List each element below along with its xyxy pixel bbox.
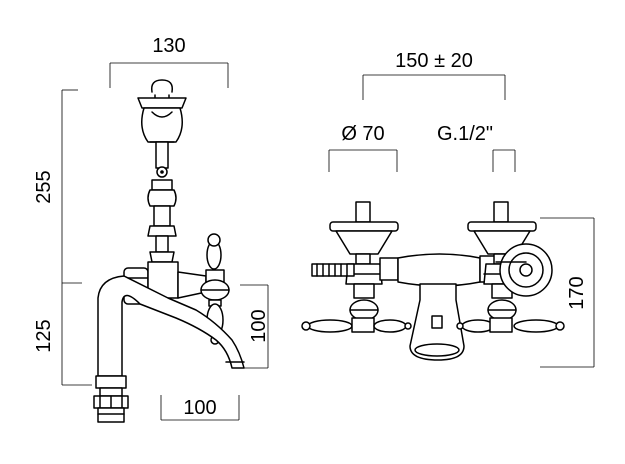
front-mixer-body <box>379 253 497 287</box>
dimension-side-height-upper: 255 <box>33 89 82 284</box>
right-lever-handle <box>456 317 565 333</box>
front-spout-outlet <box>409 283 465 361</box>
dimension-spout-drop: 100 <box>240 284 270 369</box>
dimension-label-spout-drop: 100 <box>248 309 270 342</box>
wall-inlet <box>93 375 129 423</box>
dimension-label-side-height-upper: 255 <box>33 170 55 203</box>
threaded-inlet <box>311 263 355 277</box>
shower-hook <box>137 79 187 143</box>
dimension-thread: G.1/2" <box>437 123 516 172</box>
front-view: 150 ± 20 Ø 70 G.1/2" 170 <box>301 50 595 368</box>
dimension-diameter: Ø 70 <box>328 123 398 172</box>
left-lever-handle <box>301 317 412 333</box>
shower-outlet-ring <box>495 243 553 297</box>
shower-riser <box>147 141 177 263</box>
dimension-center-distance: 150 ± 20 <box>362 50 506 100</box>
dimension-label-side-height-lower: 125 <box>33 319 55 352</box>
dimension-label-diameter: Ø 70 <box>341 123 384 145</box>
dimension-label-center-distance: 150 ± 20 <box>395 50 473 72</box>
left-valve <box>329 201 399 321</box>
dimension-side-width: 130 <box>109 35 229 88</box>
side-view: 130 255 125 100 100 <box>33 35 270 423</box>
dimension-label-front-height: 170 <box>566 276 588 309</box>
dimension-spout-reach: 100 <box>160 395 240 421</box>
dimension-side-height-lower: 125 <box>33 283 92 386</box>
dimension-front-height: 170 <box>540 217 595 368</box>
dimension-label-thread: G.1/2" <box>437 123 493 145</box>
dimension-label-spout-reach: 100 <box>183 397 216 419</box>
dimension-label-side-width: 130 <box>152 35 185 57</box>
